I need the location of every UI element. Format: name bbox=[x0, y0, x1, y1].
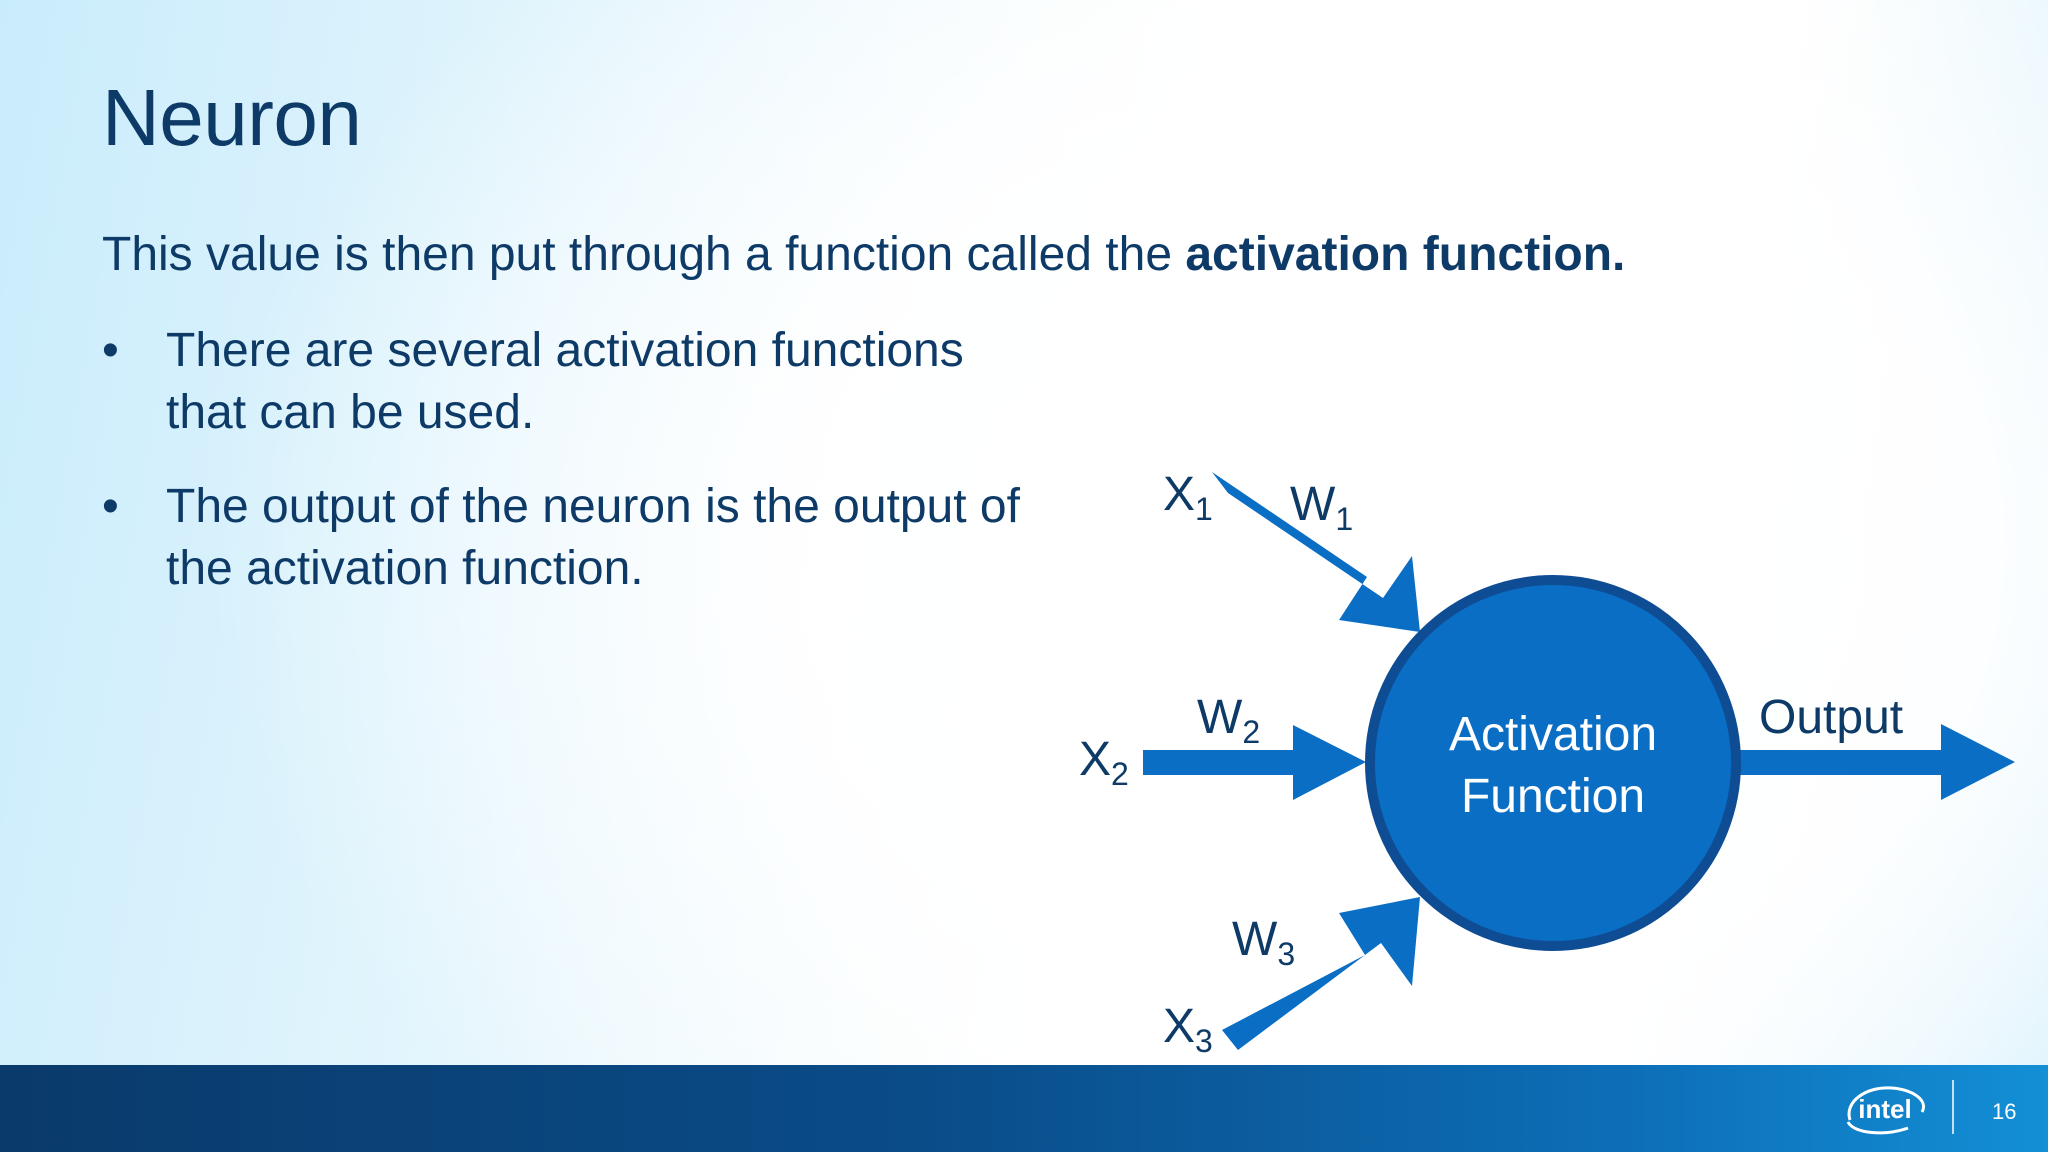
bullet-marker: • bbox=[102, 324, 119, 377]
node-label-line-1: Activation bbox=[1449, 708, 1657, 761]
input-x3-sub: 3 bbox=[1195, 1023, 1213, 1059]
weight-w2-label: W2 bbox=[1197, 691, 1260, 750]
lead-sentence: This value is then put through a functio… bbox=[102, 224, 1625, 286]
weight-w3-label: W3 bbox=[1232, 913, 1295, 972]
input-x2-sub: 2 bbox=[1111, 756, 1129, 792]
weight-w2-sub: 2 bbox=[1242, 714, 1260, 750]
input-x3-label: X3 bbox=[1163, 1000, 1213, 1059]
bullet-text: The output of the neuron is the output o… bbox=[166, 480, 1020, 595]
intel-logo: intel bbox=[1846, 1086, 1925, 1135]
bullet-item: • The output of the neuron is the output… bbox=[102, 476, 1042, 600]
input-x3-base: X bbox=[1163, 1000, 1195, 1053]
activation-function-node bbox=[1365, 575, 1741, 951]
slide-title: Neuron bbox=[102, 73, 362, 162]
weight-w2-base: W bbox=[1197, 691, 1243, 744]
bullet-list: • There are several activation functions… bbox=[102, 320, 1042, 632]
output-arrow bbox=[1735, 724, 2015, 800]
lead-text: This value is then put through a functio… bbox=[102, 228, 1186, 281]
input-x1-base: X bbox=[1163, 468, 1195, 521]
input-arrow-1 bbox=[1212, 472, 1420, 632]
weight-w3-sub: 3 bbox=[1277, 936, 1295, 972]
weight-w1-label: W1 bbox=[1290, 478, 1353, 537]
input-arrow-2 bbox=[1143, 725, 1366, 800]
input-x2-label: X2 bbox=[1079, 733, 1129, 792]
lead-bold-term: activation function. bbox=[1185, 228, 1626, 281]
input-x1-sub: 1 bbox=[1195, 491, 1213, 527]
input-x2-base: X bbox=[1079, 733, 1111, 786]
footer-bar bbox=[0, 1065, 2048, 1152]
bullet-marker: • bbox=[102, 480, 119, 533]
intel-logo-text: intel bbox=[1858, 1094, 1911, 1124]
weight-w1-base: W bbox=[1290, 478, 1336, 531]
footer-divider bbox=[1952, 1080, 1954, 1134]
weight-w1-sub: 1 bbox=[1335, 501, 1353, 537]
weight-w3-base: W bbox=[1232, 913, 1278, 966]
bullet-text: There are several activation functions t… bbox=[166, 324, 964, 439]
node-label-line-2: Function bbox=[1461, 770, 1645, 823]
input-x1-label: X1 bbox=[1163, 468, 1213, 527]
input-arrow-3 bbox=[1222, 897, 1420, 1050]
page-number: 16 bbox=[1992, 1099, 2017, 1124]
output-label: Output bbox=[1759, 691, 1903, 744]
bullet-item: • There are several activation functions… bbox=[102, 320, 1042, 444]
